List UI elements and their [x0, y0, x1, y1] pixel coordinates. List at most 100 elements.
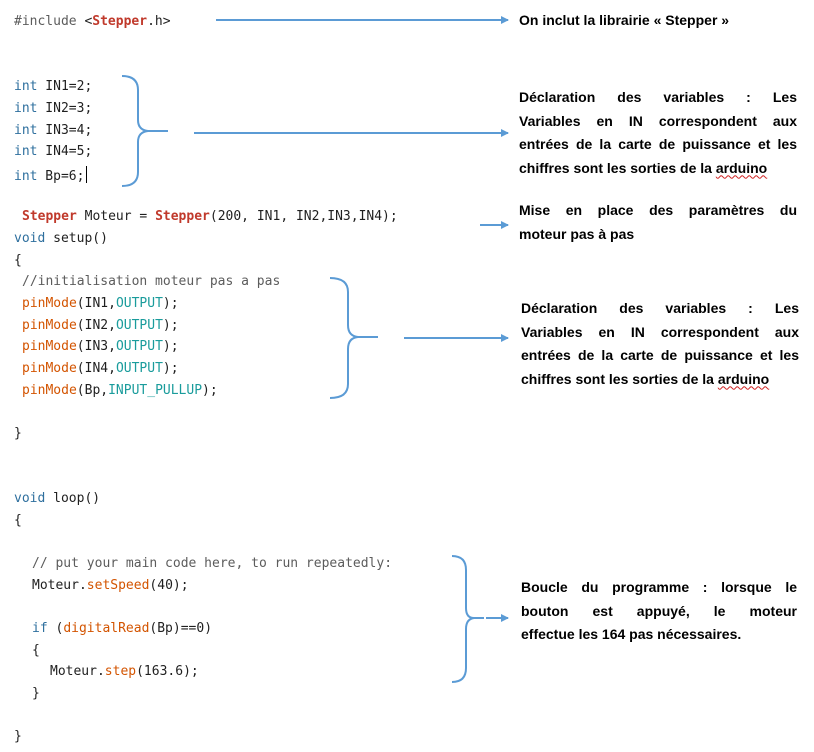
note-text: chiffres sont les sorties de la	[519, 159, 716, 176]
note-line: Variables en IN correspondent aux	[521, 323, 799, 340]
stepper-object: Moteur =	[76, 209, 156, 224]
pinmode-fn: pinMode	[22, 383, 77, 398]
setspeed-line: Moteur.setSpeed(40);	[32, 578, 189, 594]
pinmode-line: pinMode(IN4,OUTPUT);	[22, 361, 179, 377]
void-keyword: void	[14, 491, 46, 506]
note-include: On inclut la librairie « Stepper »	[519, 12, 730, 28]
pinmode-mode: INPUT_PULLUP	[108, 383, 203, 398]
spellcheck-word: arduino	[715, 159, 768, 176]
setup-open-brace: {	[14, 253, 22, 268]
int-keyword: int	[14, 144, 38, 159]
if-fn: digitalRead	[63, 621, 150, 636]
step-fn: step	[104, 664, 137, 679]
setspeed-obj: Moteur.	[32, 578, 87, 593]
pinmode-fn: pinMode	[22, 318, 77, 333]
pinmode-mode: OUTPUT	[115, 339, 163, 354]
vars-bracket	[121, 75, 168, 187]
stepper-args: (200, IN1, IN2,IN3,IN4);	[209, 209, 398, 224]
note-line: Déclaration des variables : Les	[521, 300, 799, 316]
note-line: entrées de la carte de puissance et les	[521, 347, 799, 363]
note-line: chiffres sont les sorties de la arduino	[519, 157, 797, 181]
int-keyword: int	[14, 123, 38, 138]
int-keyword: int	[14, 79, 38, 94]
pinmode-mode: OUTPUT	[115, 296, 163, 311]
pinmode-arg: (IN4,	[76, 361, 116, 376]
var-decl: IN1=2;	[37, 79, 93, 94]
pinmode-arg: (Bp,	[76, 383, 109, 398]
include-rest: .h>	[147, 14, 171, 29]
if-close-brace: }	[32, 686, 40, 701]
pinmode-end: );	[162, 361, 179, 376]
var-line: int IN3=4;	[14, 123, 92, 139]
loop-close-brace: }	[14, 729, 22, 744]
void-keyword: void	[14, 231, 46, 246]
pinmode-end: );	[202, 383, 218, 398]
pinmode-fn: pinMode	[22, 339, 77, 354]
setspeed-fn: setSpeed	[86, 578, 150, 593]
pinmode-arg: (IN3,	[76, 339, 116, 354]
pinmode-fn: pinMode	[22, 361, 77, 376]
var-line: int Bp=6;	[14, 166, 88, 185]
note-text: chiffres sont les sorties de la	[521, 370, 718, 387]
if-open: (	[47, 621, 64, 636]
pinmode-mode: OUTPUT	[115, 318, 163, 333]
note-params: Mise en place des paramètres du moteur p…	[519, 199, 797, 246]
var-line: int IN1=2;	[14, 79, 92, 95]
note-loop: Boucle du programme : lorsque le bouton …	[521, 576, 797, 647]
loop-comment: // put your main code here, to run repea…	[32, 556, 393, 571]
note-line: bouton est appuyé, le moteur	[521, 602, 797, 619]
pinmode-mode: OUTPUT	[115, 361, 163, 376]
if-keyword: if	[32, 621, 48, 636]
note-line: Déclaration des variables : Les	[519, 89, 797, 105]
include-lib: Stepper	[92, 14, 148, 29]
pinmode-fn: pinMode	[22, 296, 77, 311]
note-declaration-2: Déclaration des variables : Les Variable…	[521, 297, 799, 391]
pinmode-line: pinMode(IN3,OUTPUT);	[22, 339, 179, 355]
loop-open-brace: {	[14, 513, 22, 528]
pinmode-line: pinMode(Bp,INPUT_PULLUP);	[22, 383, 218, 399]
if-args: (Bp)==0)	[149, 621, 213, 636]
if-line: if (digitalRead(Bp)==0)	[32, 621, 212, 637]
pinmode-end: );	[162, 339, 179, 354]
pinmode-end: );	[162, 296, 179, 311]
int-keyword: int	[14, 101, 38, 116]
note-line: chiffres sont les sorties de la arduino	[521, 368, 799, 392]
pinmode-arg: (IN2,	[76, 318, 116, 333]
note-line: Variables en IN correspondent aux	[519, 112, 797, 129]
setspeed-args: (40);	[149, 578, 189, 593]
note-line: effectue les 164 pas nécessaires.	[521, 626, 742, 642]
pinmode-arg: (IN1,	[76, 296, 116, 311]
int-keyword: int	[14, 169, 38, 184]
note-line: Boucle du programme : lorsque le	[521, 579, 797, 595]
step-args: (163.6);	[136, 664, 199, 679]
var-decl: IN3=4;	[37, 123, 93, 138]
note-line: Mise en place des paramètres du	[519, 202, 797, 218]
setup-close-brace: }	[14, 426, 22, 441]
include-line: #include <Stepper.h>	[14, 14, 171, 30]
setup-signature: void setup()	[14, 231, 108, 247]
pinmode-line: pinMode(IN1,OUTPUT);	[22, 296, 179, 312]
setup-comment: //initialisation moteur pas a pas	[22, 274, 281, 289]
loop-signature: void loop()	[14, 491, 100, 507]
loop-name: loop()	[45, 491, 101, 506]
note-line: entrées de la carte de puissance et les	[519, 136, 797, 152]
step-obj: Moteur.	[50, 664, 105, 679]
var-line: int IN4=5;	[14, 144, 92, 160]
setup-bracket	[329, 277, 378, 399]
var-decl: IN2=3;	[37, 101, 93, 116]
var-decl: Bp=6;	[37, 169, 85, 184]
var-decl: IN4=5;	[37, 144, 93, 159]
stepper-declaration: Stepper Moteur = Stepper(200, IN1, IN2,I…	[22, 209, 398, 225]
include-lt: <	[84, 14, 93, 29]
pinmode-line: pinMode(IN2,OUTPUT);	[22, 318, 179, 334]
text-cursor	[86, 166, 88, 183]
spellcheck-word: arduino	[717, 370, 770, 387]
include-directive: #include	[14, 14, 85, 29]
note-line: moteur pas à pas	[519, 225, 635, 242]
stepper-class: Stepper	[22, 209, 77, 224]
setup-name: setup()	[45, 231, 108, 246]
note-declaration-1: Déclaration des variables : Les Variable…	[519, 86, 797, 180]
loop-bracket	[451, 555, 484, 683]
step-line: Moteur.step(163.6);	[50, 664, 199, 680]
var-line: int IN2=3;	[14, 101, 92, 117]
